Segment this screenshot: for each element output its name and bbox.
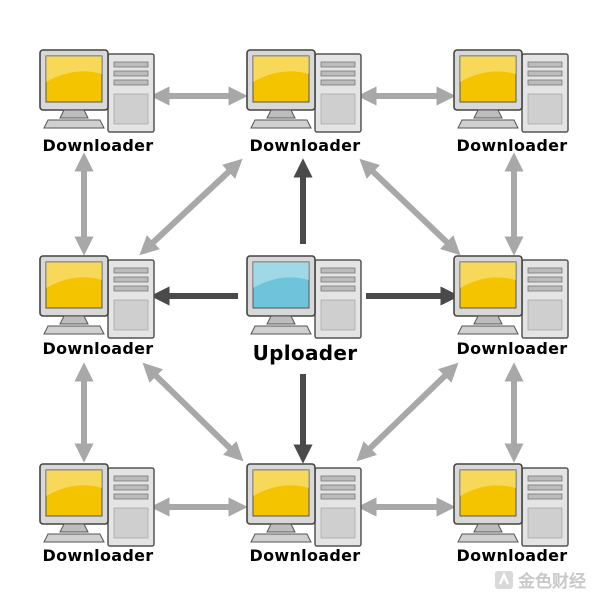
node-downloader-bottom-left: Downloader bbox=[38, 462, 158, 582]
node-label: Downloader bbox=[249, 136, 361, 155]
node-downloader-bottom-center: Downloader bbox=[245, 462, 365, 582]
computer-icon bbox=[246, 255, 362, 339]
computer-icon bbox=[39, 255, 155, 339]
node-downloader-bottom-right: Downloader bbox=[452, 462, 572, 582]
computer-icon bbox=[453, 255, 569, 339]
watermark-text: 金色财经 bbox=[518, 572, 586, 592]
node-label: Downloader bbox=[456, 339, 568, 358]
watermark: 金色财经 bbox=[494, 567, 586, 592]
jinse-logo-icon bbox=[495, 570, 513, 589]
computer-icon bbox=[453, 463, 569, 547]
computer-icon bbox=[246, 49, 362, 133]
arrow-top-center-to-middle-left bbox=[139, 158, 243, 256]
node-downloader-middle-left: Downloader bbox=[38, 254, 158, 374]
computer-icon bbox=[39, 49, 155, 133]
node-label: Uploader bbox=[252, 341, 358, 365]
arrow-middle-left-to-bottom-center bbox=[142, 362, 244, 462]
node-label: Downloader bbox=[456, 136, 568, 155]
node-label: Downloader bbox=[42, 546, 154, 565]
node-downloader-top-left: Downloader bbox=[38, 48, 158, 168]
computer-icon bbox=[246, 463, 362, 547]
node-downloader-middle-right: Downloader bbox=[452, 254, 572, 374]
computer-icon bbox=[453, 49, 569, 133]
node-downloader-top-right: Downloader bbox=[452, 48, 572, 168]
node-downloader-top-center: Downloader bbox=[245, 48, 365, 168]
node-uploader-center: Uploader bbox=[245, 254, 365, 374]
computer-icon bbox=[39, 463, 155, 547]
node-label: Downloader bbox=[456, 546, 568, 565]
node-label: Downloader bbox=[42, 339, 154, 358]
arrow-top-center-to-middle-right bbox=[359, 158, 461, 256]
arrow-middle-right-to-bottom-center bbox=[356, 362, 459, 462]
node-label: Downloader bbox=[42, 136, 154, 155]
node-label: Downloader bbox=[249, 546, 361, 565]
